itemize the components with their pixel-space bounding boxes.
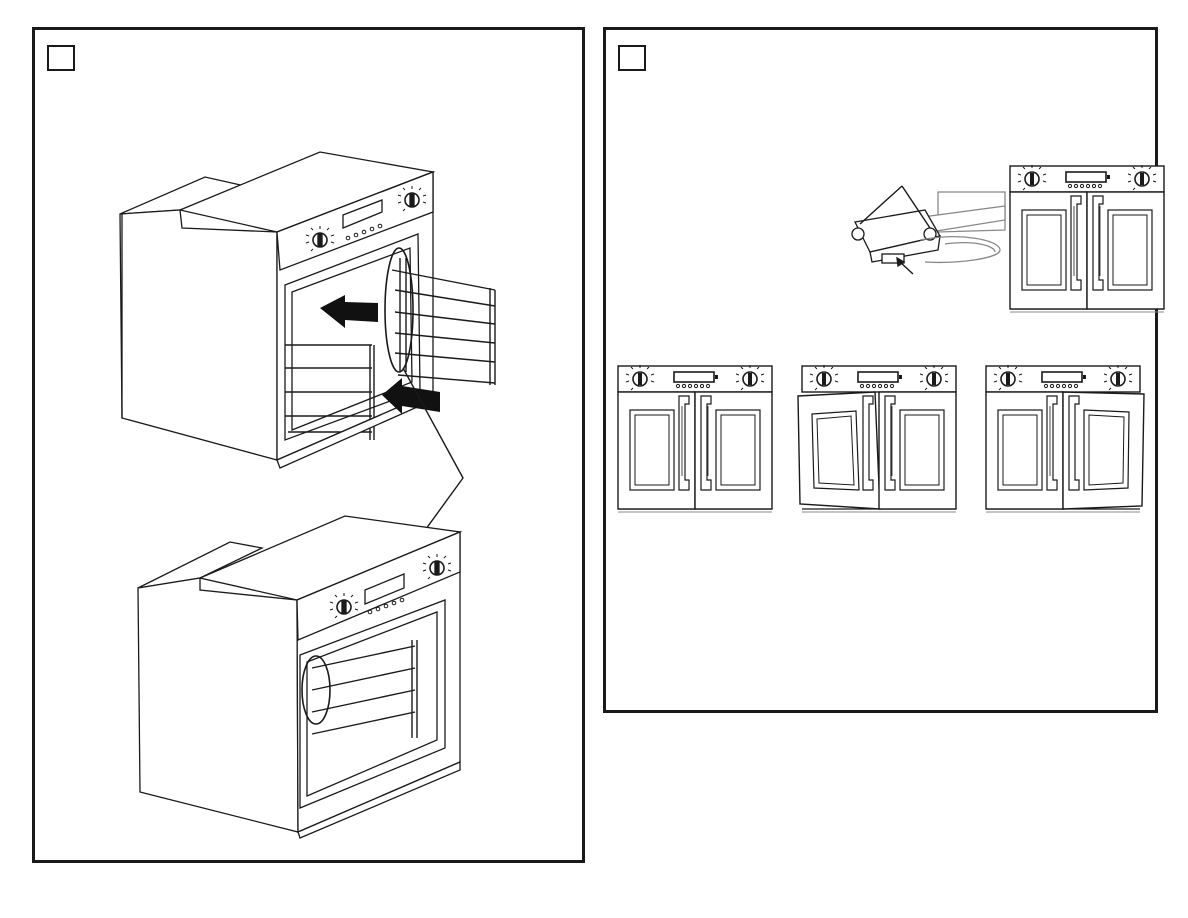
- right-door-ajar-thumbnail: [986, 365, 1144, 512]
- oven-top-illustration: [120, 152, 495, 468]
- oven-doors-closed-thumbnail: [1010, 165, 1164, 312]
- left-door-ajar-thumbnail: [798, 365, 956, 512]
- oven-bottom-illustration: [138, 516, 460, 838]
- hinge-detail-illustration: [852, 186, 1005, 274]
- left-door-open-thumbnail: [618, 365, 772, 512]
